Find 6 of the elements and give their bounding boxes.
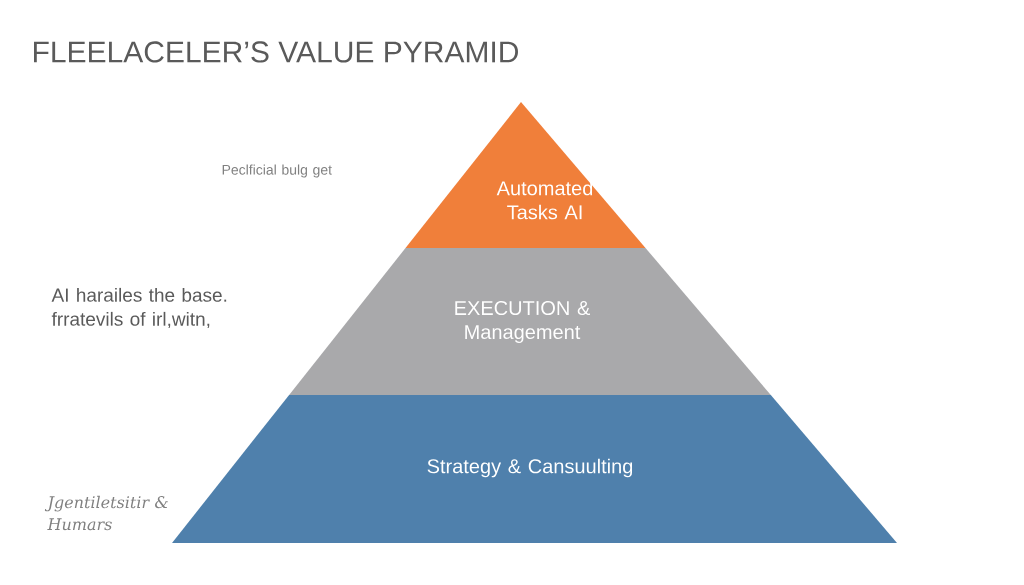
note: AI harailes the base. frratevils of irl,witn, [51, 287, 227, 329]
pyramid-tier: Automated Tasks AI [405, 102, 646, 248]
pyramid-tier: EXECUTION & Management [289, 248, 771, 395]
note: Peclficial bulg get [222, 164, 332, 178]
pyramid-tier: Strategy & Cansuulting [172, 395, 897, 543]
title: FLEELACELER’S VALUE PYRAMID [34, 41, 518, 63]
